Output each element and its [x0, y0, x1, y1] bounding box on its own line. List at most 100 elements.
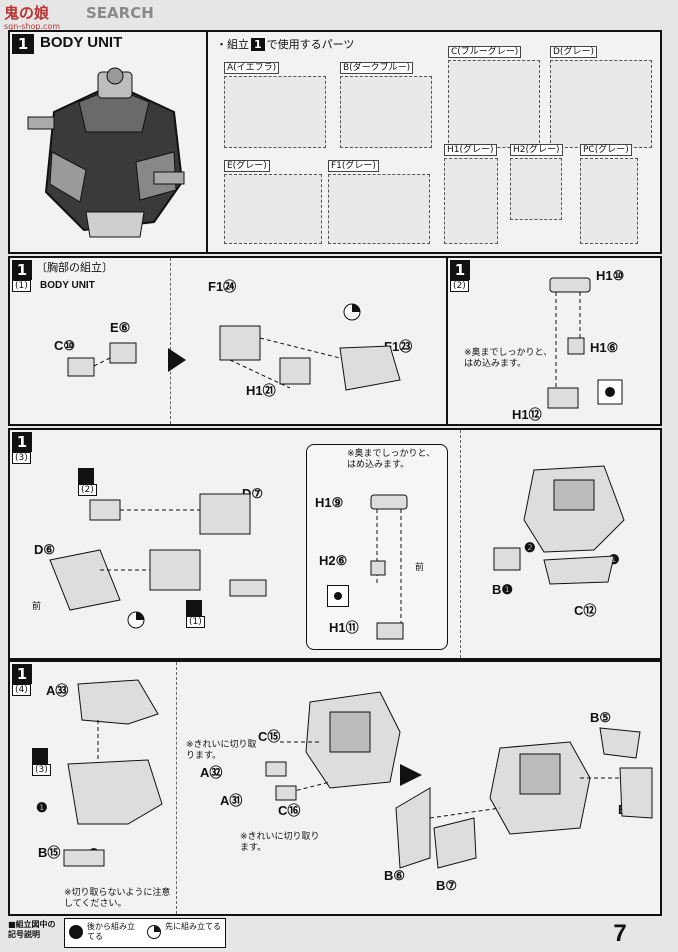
- step-sub-number: (4): [12, 684, 31, 696]
- part-label-b6: B⑥: [384, 868, 406, 883]
- part-label-a31: A㉛: [220, 793, 243, 808]
- legend-icon-first: [147, 925, 161, 939]
- watermark-brand: SEARCH: [86, 4, 154, 22]
- step-number-badge: 1: [12, 432, 32, 452]
- transition-arrow: [400, 764, 422, 786]
- step-1-2-illustration: [547, 277, 623, 409]
- note-no-cut: ※切り取らないように注意してください。: [64, 888, 171, 909]
- runner-a: [224, 76, 326, 148]
- runner-label-c: C(ブルーグレー): [448, 46, 522, 58]
- runner-label-pc: PC(グレー): [580, 144, 632, 156]
- watermark-url: sgn-shop.com: [4, 22, 61, 31]
- step-1-1-panel: 1 (1) 〔胸部の組立〕 BODY UNIT C⑩ E⑥ F1㉔ F1㉓ H1…: [8, 256, 448, 426]
- callout-illustration: [370, 494, 408, 640]
- part-label-h1-11: H1⑪: [329, 620, 359, 635]
- part-label-b15: B⑮: [38, 845, 61, 860]
- runner-label-a: A(イエフラ): [224, 62, 280, 74]
- runner-b: [340, 76, 432, 148]
- step-number-badge: 1: [450, 260, 470, 280]
- step-1-3-panel: 1 (3) (2) (1) D⑦ D⑥ 前 ※奥までしっかりと、はめ込みます。 …: [8, 428, 662, 660]
- runner-label-h1: H1(グレー): [444, 144, 497, 156]
- part-label-e6: E⑥: [110, 320, 131, 335]
- ref-badge-b: [186, 600, 202, 616]
- ref-sub: (3): [32, 764, 51, 776]
- parts-title-num: 1: [251, 38, 265, 51]
- runner-f1: [328, 174, 430, 244]
- ref-badge: [32, 748, 48, 764]
- watermark-logo: 鬼の娘: [4, 4, 50, 22]
- step-1-3-right-illustration: [493, 465, 625, 585]
- parts-title-suffix: で使用するパーツ: [266, 38, 355, 51]
- part-label-b5: B⑤: [590, 710, 612, 725]
- part-label-c12: C⑫: [574, 603, 597, 618]
- part-label-h1-10: H1⑩: [596, 268, 625, 283]
- step-divider: [460, 430, 462, 658]
- step-number-badge: 1: [12, 664, 32, 684]
- runner-c: [448, 60, 540, 148]
- front-label-left: 前: [32, 602, 42, 612]
- legend-box: 後から組み立てる 先に組み立てる: [64, 918, 226, 948]
- step-sub-number: (2): [450, 280, 469, 292]
- callout-note: ※奥までしっかりと、はめ込みます。: [347, 449, 436, 470]
- step-divider: [176, 662, 178, 914]
- part-label-h1-6: H1⑥: [590, 340, 619, 355]
- part-label-b1: B❶: [492, 582, 514, 597]
- step-divider: [170, 258, 172, 424]
- part-label-b7: B⑦: [436, 878, 458, 893]
- step-1-4-panel: 1 (4) A㉝ (3) B⑮ ❶ ❷ ※切り取らないように注意してください。 …: [8, 660, 662, 916]
- arrow-label-1: ❶: [36, 800, 48, 815]
- runner-label-d: D(グレー): [550, 46, 597, 58]
- runner-h1: [444, 158, 498, 244]
- step-1-3-main-illustration: [49, 493, 267, 629]
- part-label-h1-9: H1⑨: [315, 495, 344, 510]
- step-title-en: BODY UNIT: [40, 280, 95, 291]
- legend-icon-first-quarter: [154, 926, 160, 932]
- ref-badge-a: [78, 468, 94, 484]
- step-title-jp: 〔胸部の組立〕: [36, 261, 113, 274]
- legend-first: 先に組み立てる: [165, 922, 221, 931]
- part-label-h1-12: H1⑫: [512, 407, 542, 422]
- note-cut-a: ※きれいに切り取ります。: [186, 740, 257, 761]
- part-label-h2-6: H2⑥: [319, 553, 348, 568]
- note-cut-b: ※きれいに切り取ります。: [240, 832, 320, 853]
- parts-title-prefix: ・組立: [216, 38, 249, 51]
- callout-icon-dot: [334, 592, 342, 600]
- part-label-a32: A㉜: [200, 765, 223, 780]
- ref-sub-b: (1): [186, 616, 205, 628]
- step-1-4-left-illustration: [63, 679, 163, 867]
- runner-label-h2: H2(グレー): [510, 144, 563, 156]
- step-sub-number: (3): [12, 452, 31, 464]
- part-label-f1-24: F1㉔: [208, 279, 237, 294]
- callout-box: ※奥までしっかりと、はめ込みます。 H1⑨ H2⑥ H1⑪ 前: [306, 444, 448, 650]
- page-number: 7: [613, 920, 627, 947]
- step-1-1-illustration: [67, 303, 401, 391]
- arrow-label-1: ❶: [608, 552, 620, 567]
- step-number-badge: 1: [12, 34, 34, 54]
- runner-d: [550, 60, 652, 148]
- legend-icon-later: [69, 925, 83, 939]
- runner-pc: [580, 158, 638, 244]
- ref-sub-a: (2): [78, 484, 97, 496]
- section-title: BODY UNIT: [40, 34, 123, 51]
- part-label-h1-21: H1㉑: [246, 383, 276, 398]
- step-note: ※奥までしっかりと、はめ込みます。: [464, 348, 553, 369]
- legend-title: ■組立図中の記号説明: [8, 920, 56, 939]
- runner-e: [224, 174, 322, 244]
- callout-icon-box: [327, 585, 349, 607]
- part-label-d6: D⑥: [34, 542, 56, 557]
- part-label-c10: C⑩: [54, 338, 76, 353]
- step-number-badge: 1: [12, 260, 32, 280]
- body-unit-illustration: [27, 67, 185, 238]
- arrow-label-2: ❷: [524, 540, 536, 555]
- step-1-2-panel: 1 (2) H1⑩ H1⑥ H1⑫ ※奥までしっかりと、はめ込みます。: [446, 256, 662, 426]
- runner-label-b: B(ダークブルー): [340, 62, 414, 74]
- step-1-4-right-illustration: [395, 727, 653, 869]
- front-label-callout: 前: [415, 563, 425, 573]
- legend-later: 後から組み立てる: [87, 922, 135, 941]
- part-label-c16: C⑯: [278, 803, 301, 818]
- part-label-c15: C⑮: [258, 729, 281, 744]
- step-1-4-middle-illustration: [265, 691, 401, 801]
